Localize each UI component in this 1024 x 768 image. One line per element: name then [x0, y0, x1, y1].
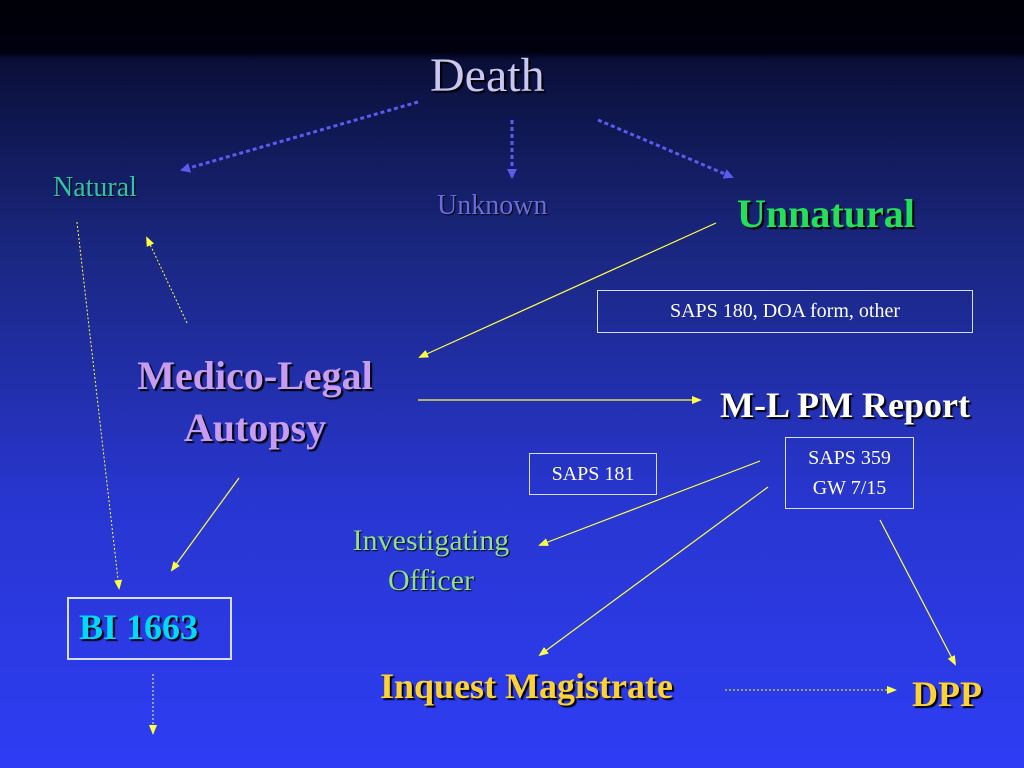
box-saps-180-label: SAPS 180, DOA form, other — [669, 300, 900, 322]
node-inquest-magistrate: Inquest Magistrate — [380, 666, 673, 706]
arrow-death-to-natural — [180, 100, 419, 173]
box-saps-181: SAPS 181 — [529, 453, 657, 495]
arrow-report-to-dpp — [879, 519, 956, 666]
node-natural: Natural — [53, 172, 137, 203]
arrow-report-to-magistrate — [538, 486, 769, 657]
arrow-natural-to-bi — [76, 221, 123, 590]
node-bi-1663: BI 1663 — [79, 607, 199, 647]
box-saps-359: SAPS 359 GW 7/15 — [785, 437, 914, 509]
node-ml-pm-report: M-L PM Report — [720, 385, 970, 425]
box-saps-359-line-2: GW 7/15 — [812, 477, 887, 499]
arrow-unnatural-to-autopsy — [418, 222, 717, 358]
arrow-autopsy-to-natural — [146, 236, 188, 324]
autopsy-line-1: Medico-Legal — [137, 353, 373, 398]
node-unnatural: Unnatural — [737, 191, 915, 236]
autopsy-line-2: Autopsy — [183, 405, 327, 450]
arrow-report-to-investigating — [538, 460, 761, 546]
node-medico-legal-autopsy: Medico-Legal Autopsy — [100, 350, 410, 454]
node-dpp: DPP — [912, 674, 982, 714]
investigating-line-2: Officer — [387, 564, 475, 597]
arrow-autopsy-to-bi — [170, 477, 240, 572]
arrow-death-to-unnatural — [597, 118, 734, 179]
node-death: Death — [430, 49, 545, 102]
box-bi-1663 — [67, 597, 232, 660]
investigating-line-1: Investigating — [352, 524, 510, 557]
node-unknown: Unknown — [437, 190, 548, 221]
box-saps-359-line-1: SAPS 359 — [808, 447, 891, 469]
node-investigating-officer: Investigating Officer — [331, 521, 531, 601]
box-saps-181-label: SAPS 181 — [551, 463, 635, 485]
box-saps-180: SAPS 180, DOA form, other — [597, 290, 973, 333]
